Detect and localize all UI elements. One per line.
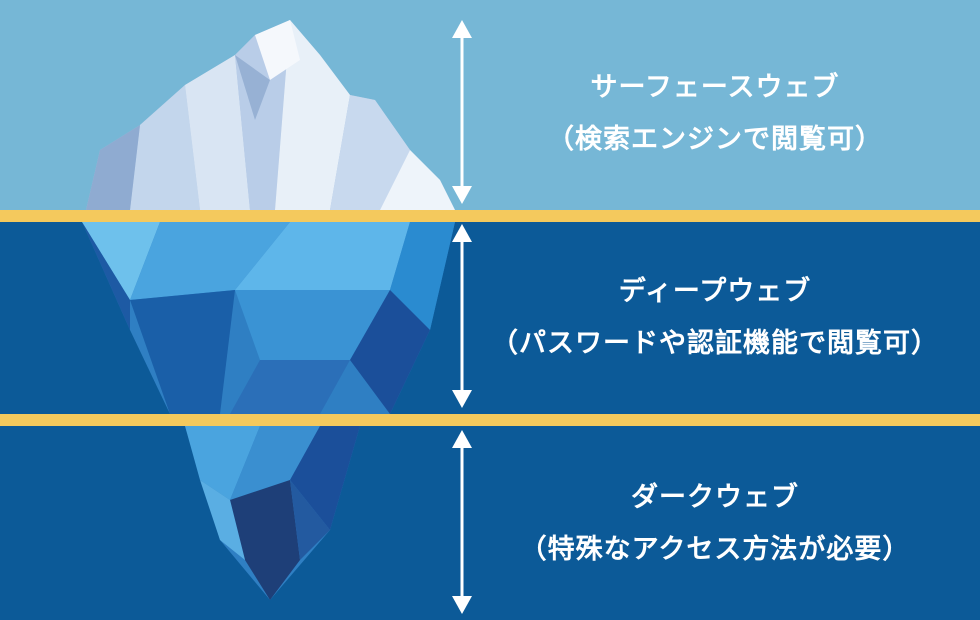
- iceberg-tip: [86, 20, 455, 210]
- dark-range-arrow-icon: [440, 430, 484, 614]
- surface-deep-divider: [0, 210, 980, 222]
- deep-dark-divider: [0, 414, 980, 426]
- dark-web-band: [0, 426, 980, 620]
- deep-web-label: ディープウェブ （パスワードや認証機能で閲覧可）: [480, 272, 950, 364]
- layer-description: （特殊なアクセス方法が必要）: [519, 534, 911, 565]
- iceberg-middle: [82, 222, 455, 414]
- layer-description: （検索エンジンで閲覧可）: [547, 124, 883, 155]
- layer-name: ダークウェブ: [631, 482, 799, 513]
- iceberg-bottom: [185, 426, 360, 600]
- surface-range-arrow-icon: [440, 20, 484, 204]
- surface-web-label: サーフェースウェブ （検索エンジンで閲覧可）: [480, 68, 950, 160]
- layer-description: （パスワードや認証機能で閲覧可）: [491, 328, 939, 359]
- deep-range-arrow-icon: [440, 224, 484, 408]
- layer-name: サーフェースウェブ: [590, 72, 840, 103]
- dark-web-label: ダークウェブ （特殊なアクセス方法が必要）: [480, 478, 950, 570]
- layer-name: ディープウェブ: [618, 276, 812, 307]
